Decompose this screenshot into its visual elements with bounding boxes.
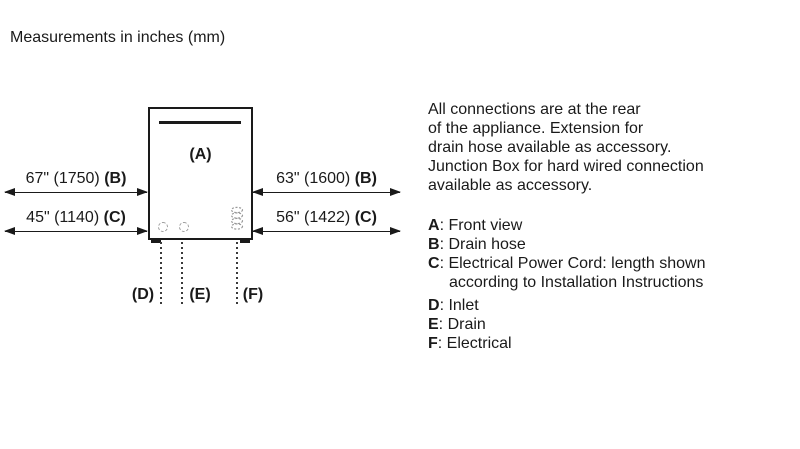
dimension-label-right-drain-hose: 63" (1600) (B) <box>276 170 377 187</box>
dimension-arrow-left-bottom <box>4 227 148 235</box>
inlet-leader-line <box>160 242 162 307</box>
bottom-label-drain: (E) <box>189 286 211 303</box>
legend-item-f: F: Electrical <box>428 334 705 353</box>
bottom-label-electrical: (F) <box>242 286 264 303</box>
connections-note: All connections are at the rear of the a… <box>428 101 704 194</box>
dimension-label-left-power-cord: 45" (1140) (C) <box>26 209 126 226</box>
legend-item-b: B: Drain hose <box>428 235 705 254</box>
dimension-ref-letter: (C) <box>103 209 126 226</box>
dimension-label-right-power-cord: 56" (1422) (C) <box>276 209 377 226</box>
legend-text: : Front view <box>439 217 523 234</box>
legend-text: : Electrical Power Cord: length shown <box>439 255 706 272</box>
drain-port-icon <box>179 222 189 232</box>
dimension-ref-letter: (C) <box>354 209 377 226</box>
legend-key: B <box>428 236 440 253</box>
legend-key: F <box>428 335 438 352</box>
bottom-label-inlet: (D) <box>131 286 155 303</box>
legend-text: according to Installation Instructions <box>449 274 704 291</box>
legend: A: Front view B: Drain hose C: Electrica… <box>428 216 705 353</box>
dimension-ref-letter: (B) <box>104 170 127 187</box>
dimension-arrow-right-bottom <box>252 227 401 235</box>
legend-item-e: E: Drain <box>428 315 705 334</box>
legend-key: C <box>428 255 440 272</box>
dimension-label-left-drain-hose: 67" (1750) (B) <box>25 170 127 187</box>
legend-text: : Drain hose <box>439 236 526 253</box>
electrical-leader-line <box>236 242 238 307</box>
appliance-handle-bar <box>159 121 241 124</box>
appliance-front-view-box: (A) <box>148 107 253 240</box>
appliance-left-foot <box>151 238 161 243</box>
power-cord-coil-icon <box>230 206 244 236</box>
legend-text: : Drain <box>438 316 486 333</box>
appliance-right-foot <box>240 238 250 243</box>
legend-item-d: D: Inlet <box>428 296 705 315</box>
page-title: Measurements in inches (mm) <box>10 29 226 46</box>
legend-item-a: A: Front view <box>428 216 705 235</box>
drain-leader-line <box>181 242 183 307</box>
legend-item-c-continued: according to Installation Instructions <box>428 273 705 292</box>
dimension-ref-letter: (B) <box>354 170 377 187</box>
front-view-label: (A) <box>189 146 212 163</box>
legend-item-c: C: Electrical Power Cord: length shown <box>428 254 705 273</box>
dimension-arrow-right-top <box>252 188 401 196</box>
legend-text: : Inlet <box>439 297 479 314</box>
inlet-port-icon <box>158 222 168 232</box>
legend-key: D <box>428 297 440 314</box>
legend-text: : Electrical <box>437 335 512 352</box>
dimension-arrow-left-top <box>4 188 148 196</box>
legend-key: A <box>428 217 440 234</box>
legend-key: E <box>428 316 439 333</box>
